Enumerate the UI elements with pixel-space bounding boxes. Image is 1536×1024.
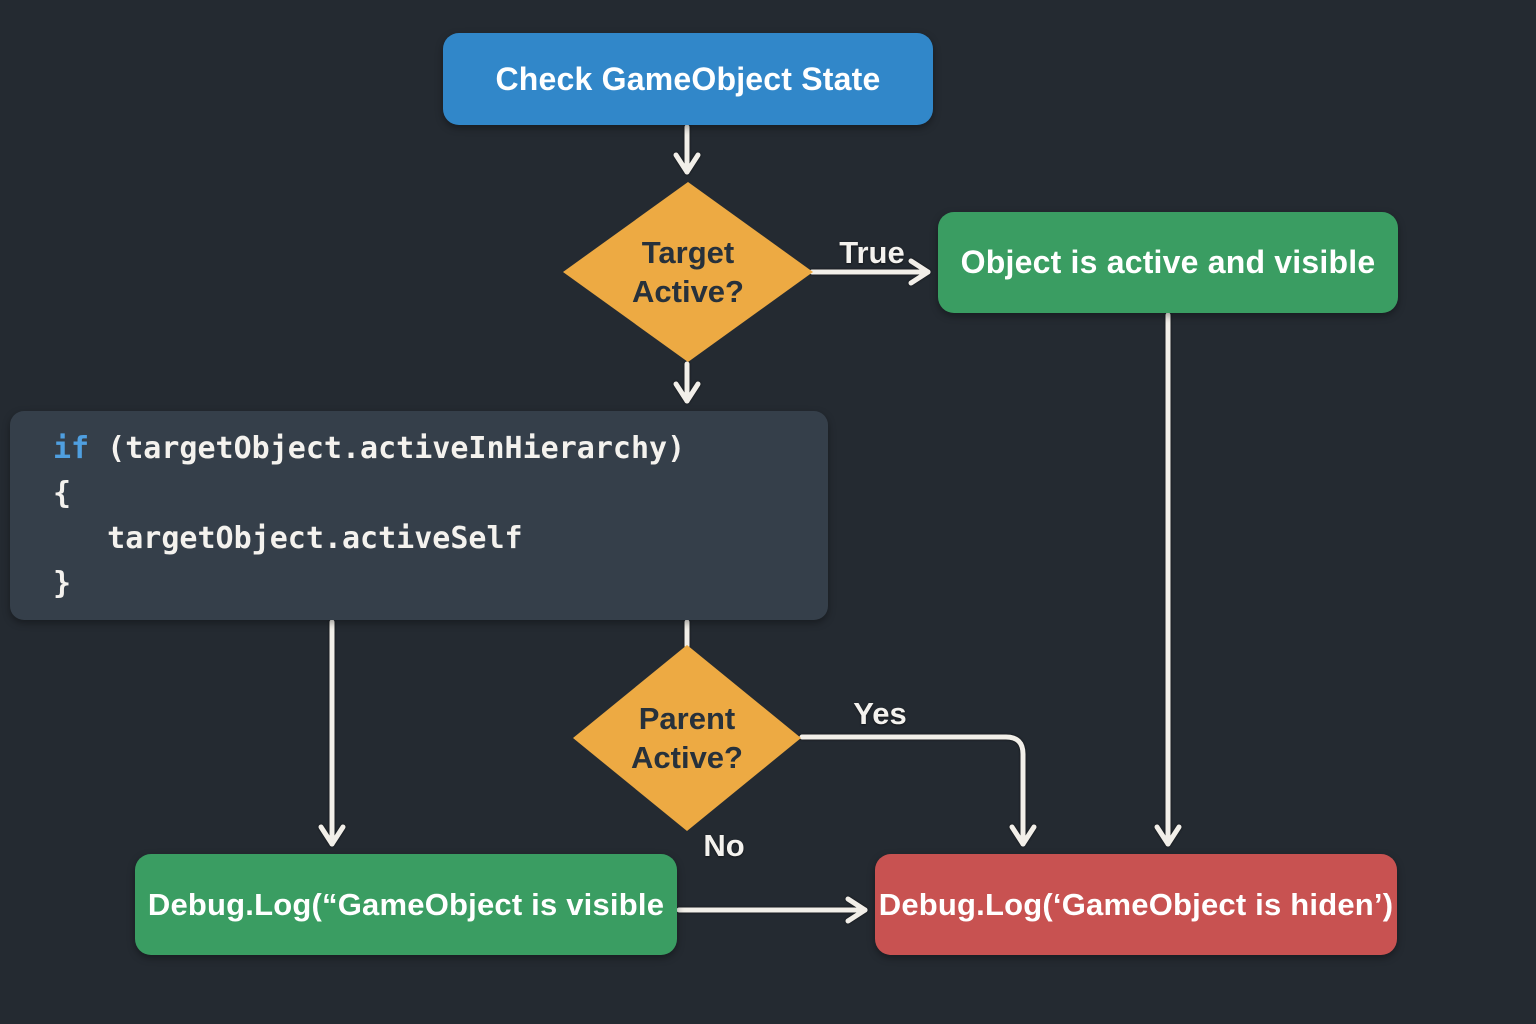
start-node: Check GameObject State [443, 33, 933, 125]
start-node-label: Check GameObject State [495, 60, 881, 97]
code-line-3: targetObject.activeSelf [53, 520, 523, 556]
result-log-visible: Debug.Log(“GameObject is visible [135, 854, 677, 955]
decision-parent-line1: Parent [638, 701, 736, 736]
code-keyword-if: if [53, 430, 90, 466]
code-line-2: { [53, 475, 72, 511]
result-log-visible-label: Debug.Log(“GameObject is visible [147, 886, 665, 922]
edge-label-true: True [818, 235, 926, 271]
decision-target-line2: Active? [632, 274, 744, 309]
result-log-hidden: Debug.Log(‘GameObject is hiden’) [875, 854, 1397, 955]
result-log-hidden-label: Debug.Log(‘GameObject is hiden’) [878, 886, 1394, 922]
edge-parent-yes [799, 734, 1037, 847]
edge-label-no: No [684, 828, 764, 864]
edge-label-true-text: True [839, 235, 905, 270]
result-active-visible-label: Object is active and visible [960, 244, 1376, 280]
edge-label-no-text: No [703, 828, 745, 863]
code-line-1-rest: (targetObject.activeInHierarchy) [89, 430, 686, 466]
code-line-1: if (targetObject.activeInHierarchy) [53, 426, 828, 471]
code-line-4: } [53, 565, 72, 601]
result-active-visible: Object is active and visible [938, 212, 1398, 313]
decision-target-line1: Target [641, 235, 735, 270]
decision-parent-line2: Active? [631, 740, 743, 775]
edge-label-yes: Yes [830, 696, 930, 732]
edge-label-yes-text: Yes [853, 696, 907, 731]
code-snippet: if (targetObject.activeInHierarchy) { ta… [10, 411, 828, 620]
